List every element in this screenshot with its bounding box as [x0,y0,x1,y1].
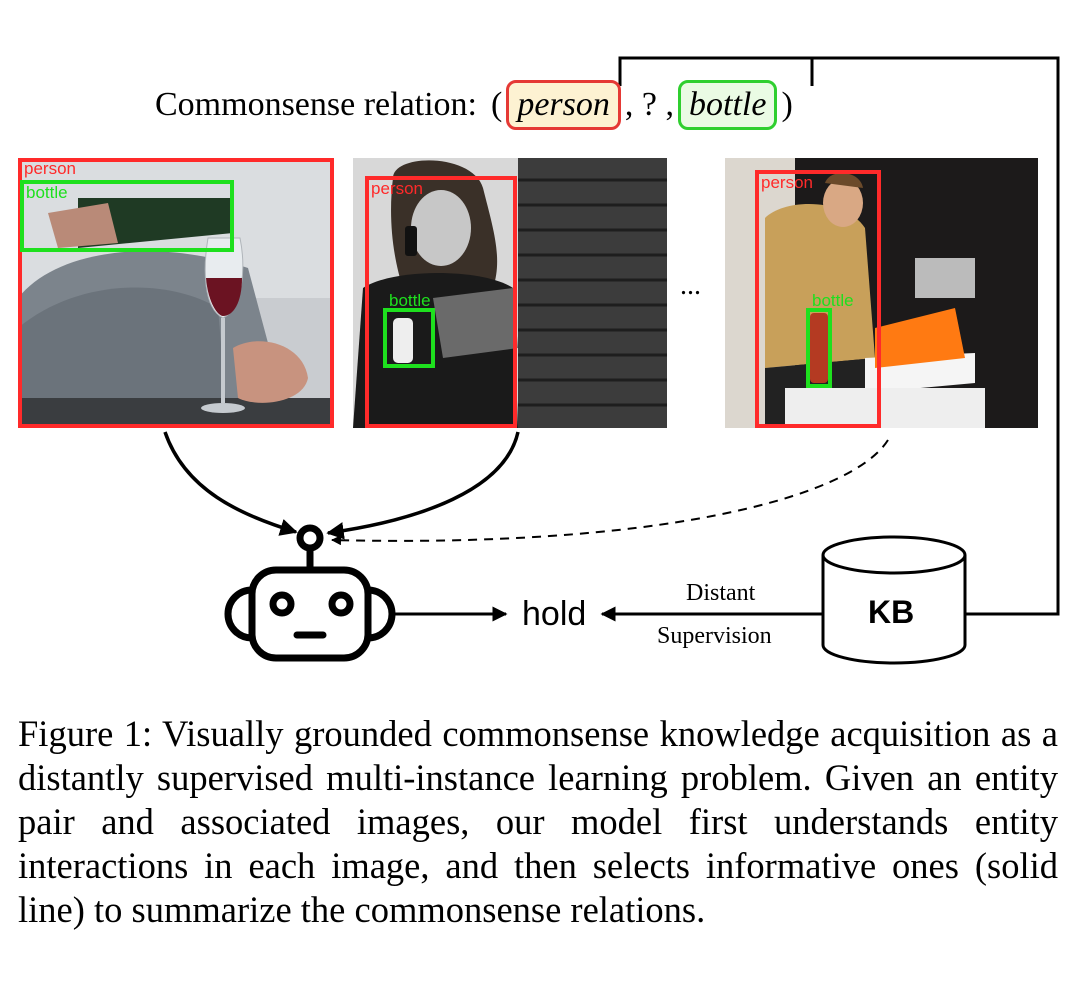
bbox-person: person [18,158,334,428]
figure-caption: Figure 1: Visually grounded commonsense … [18,713,1058,930]
robot-icon [224,524,396,662]
image-1: person bottle [18,158,334,428]
kb-cylinder-icon [821,535,967,665]
diagram-lines [163,56,1060,665]
bbox-bottle: bottle [20,180,234,252]
bbox-bottle: bottle [806,292,854,388]
relation-tuple: Commonsense relation: ( person , ? , bot… [155,80,793,130]
bbox-label: bottle [26,183,68,202]
relation-open-paren: ( [491,86,503,123]
bbox-label: person [24,159,76,178]
bbox-bottle: bottle [383,292,435,368]
bbox-label: bottle [389,291,431,310]
relation-subject: person [506,80,621,130]
bbox-person: person [755,170,881,428]
relation-prefix: Commonsense relation: [155,86,478,123]
bbox-person: person [365,176,517,428]
supervision-label-line2: Supervision [657,623,772,649]
kb-label: KB [868,594,915,630]
bbox-label: bottle [812,291,854,310]
image3-dashed-arrow [331,439,889,546]
relation-object: bottle [678,80,778,130]
relation-separator: , ? , [624,86,674,123]
ellipsis: ... [680,270,701,301]
image1-arrow [163,431,298,536]
bbox-label: person [761,173,813,192]
image-3-photo [725,158,1038,428]
kb-feedback-line [618,56,1060,616]
supervision-label-line1: Distant [686,580,756,606]
output-label: hold [522,595,587,633]
image-3: person bottle [725,158,1038,428]
image-2: person bottle [353,158,667,428]
figure: Commonsense relation: ( person , ? , bot… [18,56,1060,665]
image2-arrow [326,431,520,540]
relation-close-paren: ) [781,86,793,123]
bbox-label: person [371,179,423,198]
